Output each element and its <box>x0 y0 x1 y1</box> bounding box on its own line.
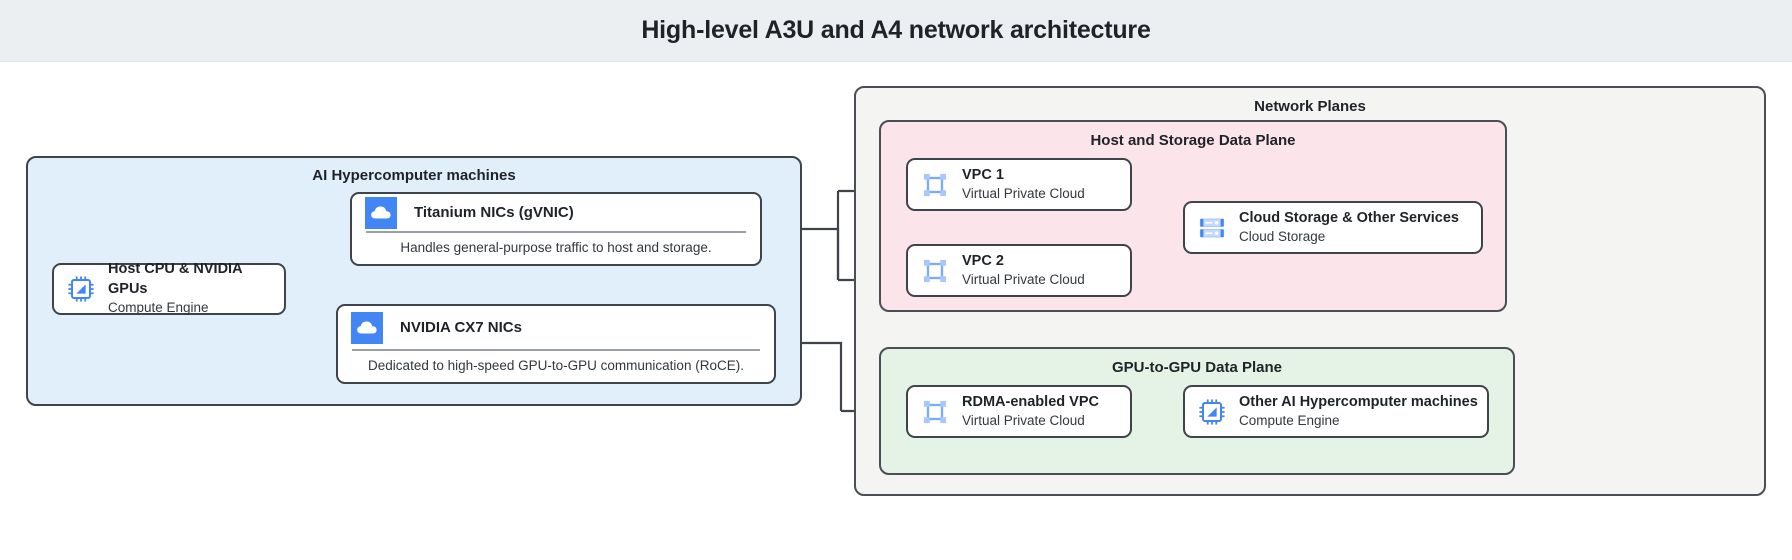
node-vpc-1[interactable]: VPC 1 Virtual Private Cloud <box>906 158 1132 211</box>
node-title: VPC 2 <box>962 252 1004 269</box>
group-title-ai-machines: AI Hypercomputer machines <box>312 167 516 184</box>
vpc-icon <box>923 173 947 196</box>
node-title: NVIDIA CX7 NICs <box>400 319 522 336</box>
vpc-icon <box>923 259 947 282</box>
node-subtitle: Virtual Private Cloud <box>962 272 1085 288</box>
node-subtitle: Cloud Storage <box>1239 229 1326 245</box>
node-cloud-storage-text: Cloud Storage & Other Services Cloud Sto… <box>1239 209 1459 247</box>
node-title: Host CPU & NVIDIA GPUs <box>108 261 242 297</box>
group-title-host-storage: Host and Storage Data Plane <box>1090 132 1296 149</box>
node-host-cpu-text: Host CPU & NVIDIA GPUs Compute Engine <box>108 260 284 317</box>
node-title: Cloud Storage & Other Services <box>1239 209 1459 226</box>
node-title: VPC 1 <box>962 166 1004 183</box>
diagram-header: High-level A3U and A4 network architectu… <box>0 0 1792 62</box>
node-nvidia-cx7-nics[interactable]: NVIDIA CX7 NICs Dedicated to high-speed … <box>336 304 776 384</box>
node-rdma-enabled-vpc[interactable]: RDMA-enabled VPC Virtual Private Cloud <box>906 385 1132 438</box>
node-title: Other AI Hypercomputer machines <box>1239 393 1478 410</box>
node-cloud-storage[interactable]: Cloud Storage & Other Services Cloud Sto… <box>1183 201 1483 254</box>
card-divider <box>366 231 746 233</box>
cloud-storage-icon <box>1199 218 1225 237</box>
node-title: RDMA-enabled VPC <box>962 393 1099 410</box>
diagram-canvas: AI Hypercomputer machines Host CPU & NVI… <box>0 62 1792 560</box>
card-divider <box>352 349 760 351</box>
node-subtitle: Compute Engine <box>108 300 209 316</box>
vpc-icon <box>923 400 947 423</box>
node-subtitle: Compute Engine <box>1239 413 1340 429</box>
node-other-machines-text: Other AI Hypercomputer machines Compute … <box>1239 393 1478 431</box>
node-caption: Dedicated to high-speed GPU-to-GPU commu… <box>368 358 744 373</box>
node-subtitle: Virtual Private Cloud <box>962 413 1085 429</box>
group-title-network-planes: Network Planes <box>1254 98 1366 115</box>
page-title: High-level A3U and A4 network architectu… <box>641 16 1151 44</box>
node-rdma-vpc-text: RDMA-enabled VPC Virtual Private Cloud <box>962 393 1099 431</box>
node-vpc2-text: VPC 2 Virtual Private Cloud <box>962 252 1085 290</box>
node-titanium-nics[interactable]: Titanium NICs (gVNIC) Handles general-pu… <box>350 192 762 266</box>
node-host-cpu-gpus[interactable]: Host CPU & NVIDIA GPUs Compute Engine <box>52 260 286 317</box>
node-vpc1-text: VPC 1 Virtual Private Cloud <box>962 166 1085 204</box>
node-title: Titanium NICs (gVNIC) <box>414 204 574 221</box>
cpu-chip-icon <box>68 276 94 302</box>
node-cx7-header: NVIDIA CX7 NICs <box>338 306 774 349</box>
node-caption: Handles general-purpose traffic to host … <box>400 240 712 255</box>
cloud-icon <box>365 196 397 229</box>
node-vpc-2[interactable]: VPC 2 Virtual Private Cloud <box>906 244 1132 297</box>
cloud-icon <box>351 311 383 344</box>
node-other-ai-hypercomputer-machines[interactable]: Other AI Hypercomputer machines Compute … <box>1183 385 1489 438</box>
group-title-gpu-plane: GPU-to-GPU Data Plane <box>1111 359 1283 376</box>
cpu-chip-icon <box>1199 398 1225 425</box>
node-subtitle: Virtual Private Cloud <box>962 186 1085 202</box>
node-titanium-header: Titanium NICs (gVNIC) <box>352 194 760 231</box>
wire-titanium-bus <box>801 227 840 280</box>
